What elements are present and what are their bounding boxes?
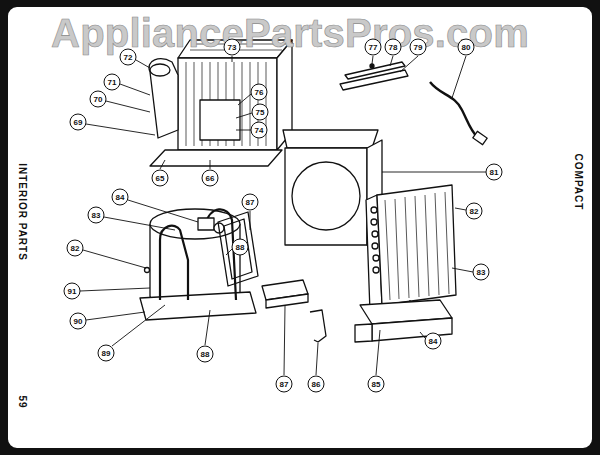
callout-number: 89 xyxy=(98,345,115,362)
callout-number: 72 xyxy=(120,49,137,66)
callout-number: 76 xyxy=(251,84,268,101)
callout-number: 69 xyxy=(70,114,87,131)
callout-number: 77 xyxy=(365,39,382,56)
side-heading: 59 xyxy=(17,395,27,408)
callout-number: 88 xyxy=(232,239,249,256)
callout-number: 75 xyxy=(252,104,269,121)
callout-number: 87 xyxy=(242,194,259,211)
callout-number: 82 xyxy=(466,203,483,220)
callout-number: 81 xyxy=(486,164,503,181)
callout-number: 73 xyxy=(224,39,241,56)
callout-number: 65 xyxy=(152,170,169,187)
callout-number: 86 xyxy=(308,376,325,393)
callout-number: 80 xyxy=(458,39,475,56)
callout-number: 79 xyxy=(410,39,427,56)
callout-number: 84 xyxy=(112,189,129,206)
callout-number: 90 xyxy=(70,313,87,330)
callout-number: 78 xyxy=(385,39,402,56)
callout-number: 91 xyxy=(64,283,81,300)
callout-number: 74 xyxy=(251,122,268,139)
callout-number: 83 xyxy=(88,207,105,224)
callout-number: 82 xyxy=(67,240,84,257)
callout-number: 71 xyxy=(104,74,121,91)
callout-number: 83 xyxy=(473,264,490,281)
callout-number: 87 xyxy=(276,376,293,393)
side-heading: COMPACT xyxy=(573,154,583,211)
side-heading: INTERIOR PARTS xyxy=(17,163,27,261)
callout-number: 88 xyxy=(197,346,214,363)
callout-number: 70 xyxy=(90,91,107,108)
callout-number: 84 xyxy=(425,333,442,350)
callout-number: 66 xyxy=(202,170,219,187)
callout-number: 85 xyxy=(368,376,385,393)
